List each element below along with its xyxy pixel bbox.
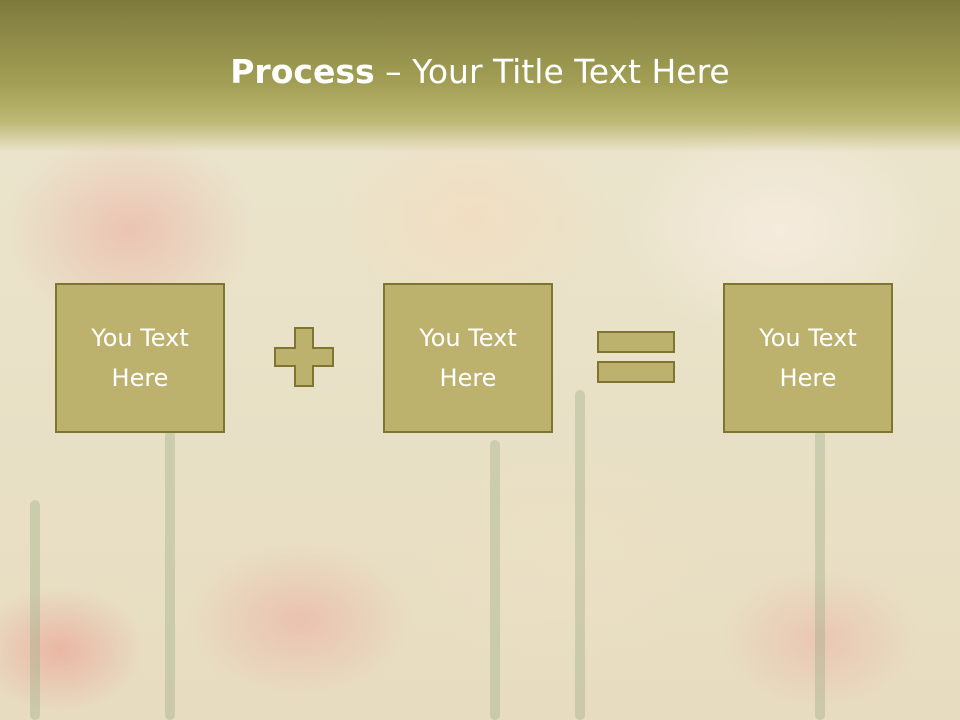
title-rest: Your Title Text Here — [412, 52, 730, 91]
flower-stem — [490, 440, 500, 720]
slide-title: Process – Your Title Text Here — [0, 52, 960, 91]
title-bar — [0, 0, 960, 152]
flower-stem — [575, 390, 585, 720]
process-step-2: You Text Here — [383, 283, 553, 433]
plus-icon — [274, 327, 334, 387]
process-step-label: You Text Here — [419, 324, 517, 392]
flower-stem — [30, 500, 40, 720]
process-step-1: You Text Here — [55, 283, 225, 433]
title-separator: – — [374, 52, 413, 91]
equals-icon — [597, 331, 675, 383]
flower-stem — [165, 430, 175, 720]
flower-stem — [815, 430, 825, 720]
title-bold: Process — [230, 52, 375, 91]
process-step-3: You Text Here — [723, 283, 893, 433]
process-step-label: You Text Here — [759, 324, 857, 392]
process-step-label: You Text Here — [91, 324, 189, 392]
